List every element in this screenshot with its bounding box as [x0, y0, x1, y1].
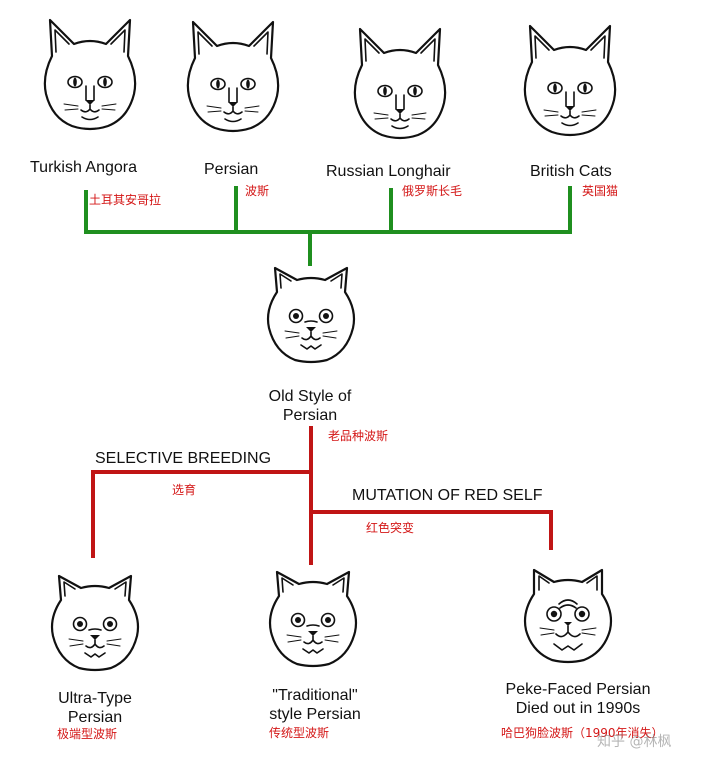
label-traditional-line2: style Persian [269, 706, 361, 723]
label-peke-faced-line1: Peke-Faced Persian [505, 681, 651, 698]
label-traditional-cn: 传统型波斯 [269, 726, 330, 740]
label-turkish-angora: Turkish Angora [30, 159, 138, 176]
cat-head-persian [186, 20, 280, 133]
label-peke-faced-cn: 哈巴狗脸波斯（1990年消失） [501, 726, 664, 740]
label-persian-cn: 波斯 [245, 184, 270, 198]
cat-head-british-cats [523, 24, 617, 137]
watermark: 知乎 @林枫 [597, 734, 672, 750]
red-connector-lines [91, 426, 553, 565]
label-old-style-cn: 老品种波斯 [328, 429, 389, 443]
label-ultra-type-line1: Ultra-Type [58, 690, 132, 707]
label-british-cats-cn: 英国猫 [582, 184, 619, 198]
label-traditional-line1: "Traditional" [272, 687, 358, 704]
cat-head-russian-longhair [353, 27, 447, 140]
cat-head-peke-faced-persian [523, 568, 613, 664]
label-mutation-red-self: MUTATION OF RED SELF [352, 487, 543, 504]
label-turkish-angora-cn: 土耳其安哥拉 [89, 193, 162, 207]
label-old-style-line1: Old Style of [268, 388, 352, 405]
label-persian: Persian [204, 161, 259, 178]
label-selective-breeding: SELECTIVE BREEDING [95, 450, 272, 467]
label-ultra-type-line2: Persian [67, 709, 123, 726]
cat-head-traditional-persian [268, 570, 358, 668]
cat-head-old-style-persian [266, 266, 356, 364]
cat-head-ultra-type-persian [50, 574, 140, 672]
green-connector-lines [84, 186, 572, 266]
label-old-style-line2: Persian [282, 407, 338, 424]
label-selective-breeding-cn: 选育 [172, 483, 197, 497]
label-russian-longhair: Russian Longhair [326, 163, 451, 180]
label-mutation-red-self-cn: 红色突变 [366, 521, 415, 535]
label-peke-faced-line2: Died out in 1990s [515, 700, 641, 717]
label-british-cats: British Cats [530, 163, 612, 180]
label-ultra-type-cn: 极端型波斯 [57, 727, 118, 741]
cat-head-turkish-angora [43, 18, 137, 131]
label-russian-longhair-cn: 俄罗斯长毛 [402, 184, 463, 198]
